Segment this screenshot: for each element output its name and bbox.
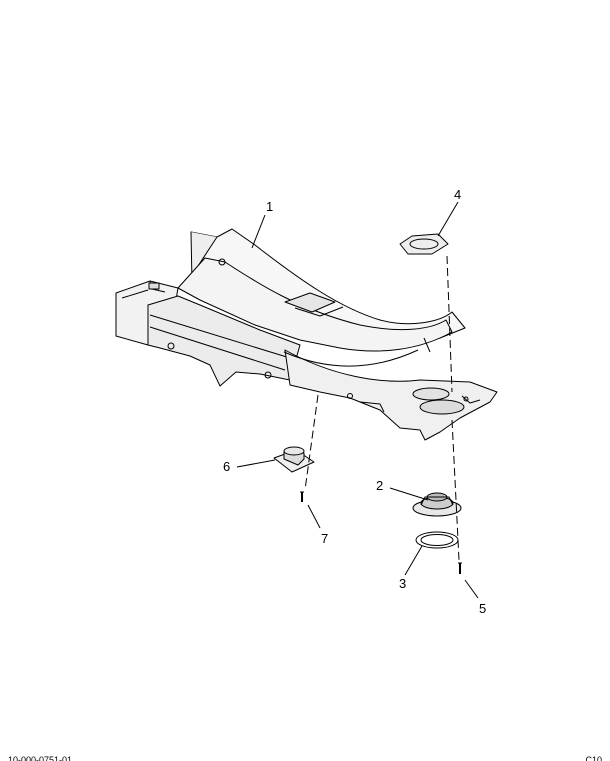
switch-part-6 <box>273 446 315 473</box>
callout-7: 7 <box>321 531 328 546</box>
screw-part-5 <box>458 562 462 574</box>
plate-part-4 <box>399 233 449 255</box>
callout-2: 2 <box>376 478 383 493</box>
speaker-part-2 <box>412 492 462 517</box>
gasket-ring-part-3 <box>415 531 459 549</box>
callout-6: 6 <box>223 459 230 474</box>
screw-part-7 <box>300 491 304 502</box>
footer-drawing-number: 10-000-0751-01 <box>8 755 73 761</box>
callout-1: 1 <box>266 199 273 214</box>
console-panel-part-1 <box>115 228 498 441</box>
callout-3: 3 <box>399 576 406 591</box>
leader-lines <box>236 201 479 599</box>
callout-5: 5 <box>479 601 486 616</box>
callout-4: 4 <box>454 187 461 202</box>
assembly-dashed-lines <box>304 255 460 561</box>
footer-page-code: C10 <box>585 755 602 761</box>
